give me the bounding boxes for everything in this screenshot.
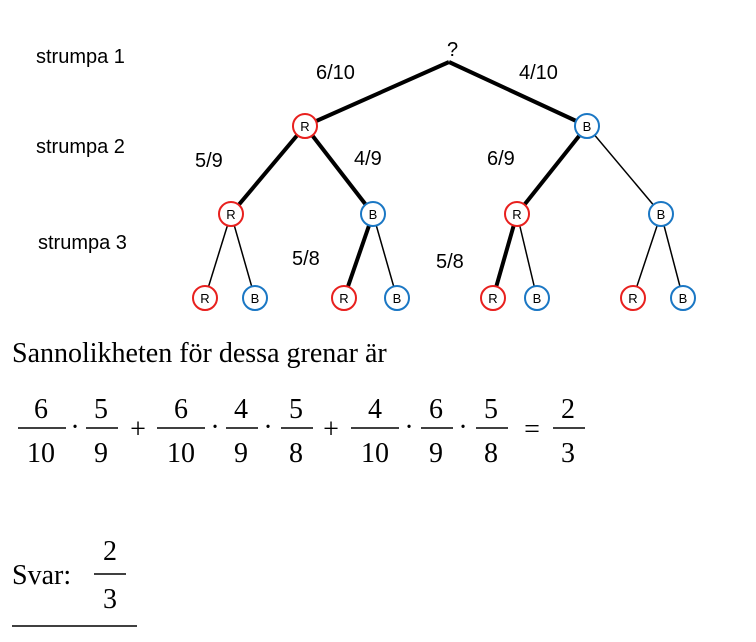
- prob-label-4-10: 4/10: [519, 62, 558, 84]
- eq-dot: ·: [263, 412, 272, 443]
- node-l2-R: R: [292, 113, 318, 139]
- branch-root-B: [448, 60, 588, 128]
- answer-label: Svar:: [12, 560, 71, 591]
- branch-R-B: [303, 124, 375, 216]
- eq-den: 9: [429, 438, 443, 469]
- node-l3-B-2: B: [648, 201, 674, 227]
- branch-B-B: [586, 125, 662, 215]
- eq-num: 5: [94, 394, 108, 425]
- node-letter: R: [628, 291, 637, 306]
- tree-branches: [204, 60, 684, 299]
- eq-plus: +: [323, 414, 339, 445]
- branch-BR-B: [516, 213, 538, 299]
- node-letter: B: [679, 291, 688, 306]
- eq-num: 6: [174, 394, 188, 425]
- node-letter: B: [393, 291, 402, 306]
- node-letter: B: [583, 119, 592, 134]
- node-letter: B: [657, 207, 666, 222]
- eq-dot: ·: [458, 412, 467, 443]
- branch-BB-B: [660, 213, 684, 299]
- prob-label-5-9: 5/9: [195, 150, 223, 172]
- root-label: ?: [447, 39, 458, 61]
- node-l3-R-1: R: [218, 201, 244, 227]
- eq-den: 10: [27, 438, 55, 469]
- answer-num: 2: [103, 536, 117, 567]
- node-letter: B: [533, 291, 542, 306]
- branch-RB-R: [342, 213, 375, 299]
- prob-label-6-9: 6/9: [487, 148, 515, 170]
- node-letter: R: [226, 207, 235, 222]
- node-l4-2: B: [242, 285, 268, 311]
- node-letter: R: [339, 291, 348, 306]
- prob-label-5-8-a: 5/8: [292, 248, 320, 270]
- prob-label-4-9: 4/9: [354, 148, 382, 170]
- equation: 6 10 · 5 9 + 6 10 · 4 9 · 5 8 + 4 10 · 6…: [18, 394, 585, 469]
- node-letter: B: [369, 207, 378, 222]
- eq-num: 6: [429, 394, 443, 425]
- sentence: Sannolikheten för dessa grenar är: [12, 338, 387, 369]
- eq-equals: =: [524, 414, 540, 445]
- branch-RB-B: [372, 213, 398, 299]
- branch-root-R: [304, 60, 450, 128]
- eq-den: 8: [484, 438, 498, 469]
- node-l3-R-2: R: [504, 201, 530, 227]
- branch-B-R: [515, 124, 589, 216]
- answer: Svar: 2 3: [12, 536, 137, 627]
- node-l4-8: B: [670, 285, 696, 311]
- eq-num: 4: [368, 394, 382, 425]
- branch-RR-R: [204, 213, 232, 299]
- eq-dot: ·: [404, 412, 413, 443]
- node-letter: R: [488, 291, 497, 306]
- node-letter: B: [251, 291, 260, 306]
- eq-dot: ·: [70, 412, 79, 443]
- prob-label-6-10: 6/10: [316, 62, 355, 84]
- node-l4-5: R: [480, 285, 506, 311]
- prob-label-5-8-b: 5/8: [436, 251, 464, 273]
- node-l4-3: R: [331, 285, 357, 311]
- eq-den: 9: [234, 438, 248, 469]
- row-label-strumpa-3: strumpa 3: [38, 232, 127, 254]
- eq-result-den: 3: [561, 438, 575, 469]
- row-label-strumpa-1: strumpa 1: [36, 46, 125, 68]
- eq-dot: ·: [210, 412, 219, 443]
- answer-den: 3: [103, 584, 117, 615]
- eq-num: 5: [484, 394, 498, 425]
- node-letter: R: [512, 207, 521, 222]
- eq-result-num: 2: [561, 394, 575, 425]
- node-l4-6: B: [524, 285, 550, 311]
- eq-den: 10: [361, 438, 389, 469]
- eq-den: 8: [289, 438, 303, 469]
- eq-den: 9: [94, 438, 108, 469]
- node-l4-7: R: [620, 285, 646, 311]
- node-l4-4: B: [384, 285, 410, 311]
- branch-RR-B: [230, 213, 256, 299]
- node-l4-1: R: [192, 285, 218, 311]
- branch-BB-R: [632, 213, 662, 299]
- node-letter: R: [200, 291, 209, 306]
- eq-num: 6: [34, 394, 48, 425]
- branch-BR-R: [491, 213, 519, 299]
- node-l2-B: B: [574, 113, 600, 139]
- node-l3-B-1: B: [360, 201, 386, 227]
- eq-plus: +: [130, 414, 146, 445]
- eq-num: 4: [234, 394, 248, 425]
- eq-den: 10: [167, 438, 195, 469]
- row-label-strumpa-2: strumpa 2: [36, 136, 125, 158]
- branch-R-R: [229, 124, 307, 216]
- node-letter: R: [300, 119, 309, 134]
- eq-num: 5: [289, 394, 303, 425]
